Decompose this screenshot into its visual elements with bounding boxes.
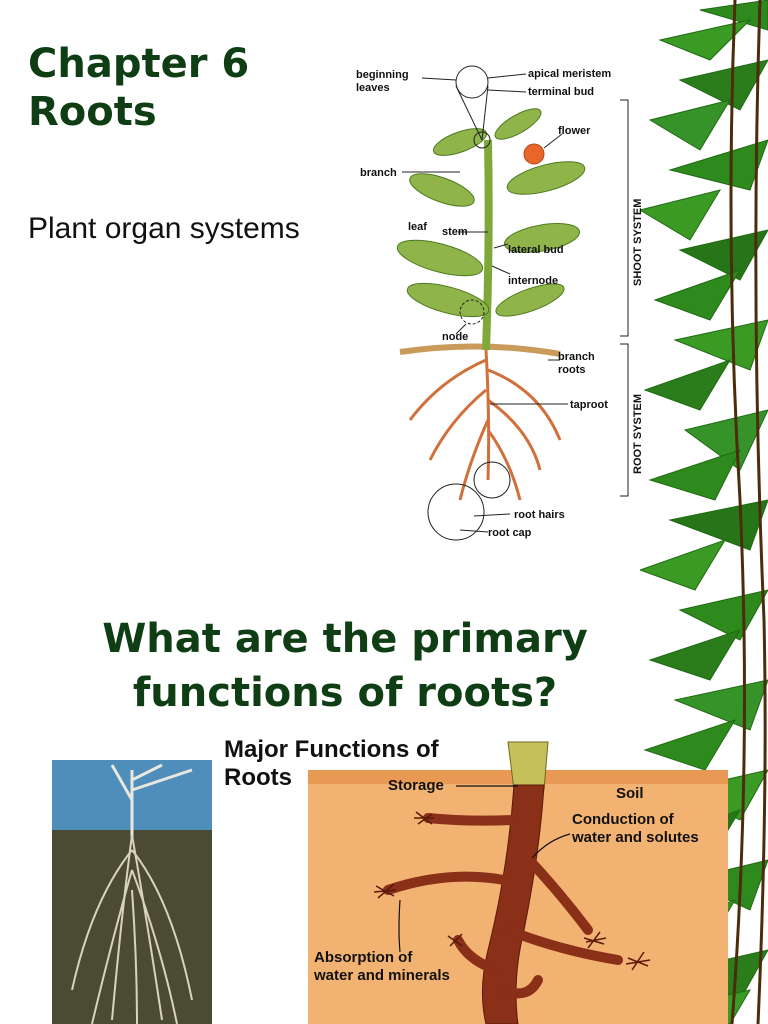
label-branch-roots-1: branch	[558, 351, 595, 363]
functions-title-line-2: Roots	[224, 764, 292, 791]
question-line-1: What are the primary	[102, 616, 588, 662]
label-leaf: leaf	[408, 221, 427, 233]
root-functions-diagram: Storage Soil Conduction of water and sol…	[308, 741, 728, 1024]
label-root-hairs: root hairs	[514, 509, 565, 521]
functions-title-line-1: Major Functions of	[224, 736, 439, 763]
label-lateral-bud: lateral bud	[508, 244, 564, 256]
slide-subtitle: Plant organ systems	[28, 212, 300, 245]
label-soil: Soil	[616, 785, 644, 802]
label-internode: internode	[508, 275, 558, 287]
label-stem: stem	[442, 226, 468, 238]
label-apical-meristem: apical meristem	[528, 68, 611, 80]
plant-organ-diagram: beginning leaves apical meristem termina…	[356, 65, 644, 541]
root-system-photo	[52, 760, 212, 1024]
label-beginning-leaves-1: beginning	[356, 69, 409, 81]
question-heading: What are the primary functions of roots?	[20, 612, 670, 720]
title-line-2: Roots	[28, 89, 157, 135]
label-branch-roots-2: roots	[558, 364, 586, 376]
label-beginning-leaves-2: leaves	[356, 82, 390, 94]
label-terminal-bud: terminal bud	[528, 86, 594, 98]
label-taproot: taproot	[570, 399, 608, 411]
label-conduction-1: Conduction of	[572, 811, 675, 828]
question-line-2: functions of roots?	[132, 670, 558, 716]
label-storage: Storage	[388, 777, 444, 794]
functions-title: Major Functions of Roots	[224, 736, 439, 792]
label-flower: flower	[558, 125, 591, 137]
label-node: node	[442, 331, 468, 343]
label-conduction-2: water and solutes	[571, 829, 699, 846]
label-absorption-2: water and minerals	[313, 967, 450, 984]
label-branch: branch	[360, 167, 397, 179]
slide-title: Chapter 6 Roots	[28, 40, 249, 136]
label-root-system: ROOT SYSTEM	[632, 394, 644, 474]
label-absorption-1: Absorption of	[314, 949, 413, 966]
label-root-cap: root cap	[488, 527, 532, 539]
label-shoot-system: SHOOT SYSTEM	[632, 199, 644, 286]
title-line-1: Chapter 6	[28, 41, 250, 87]
